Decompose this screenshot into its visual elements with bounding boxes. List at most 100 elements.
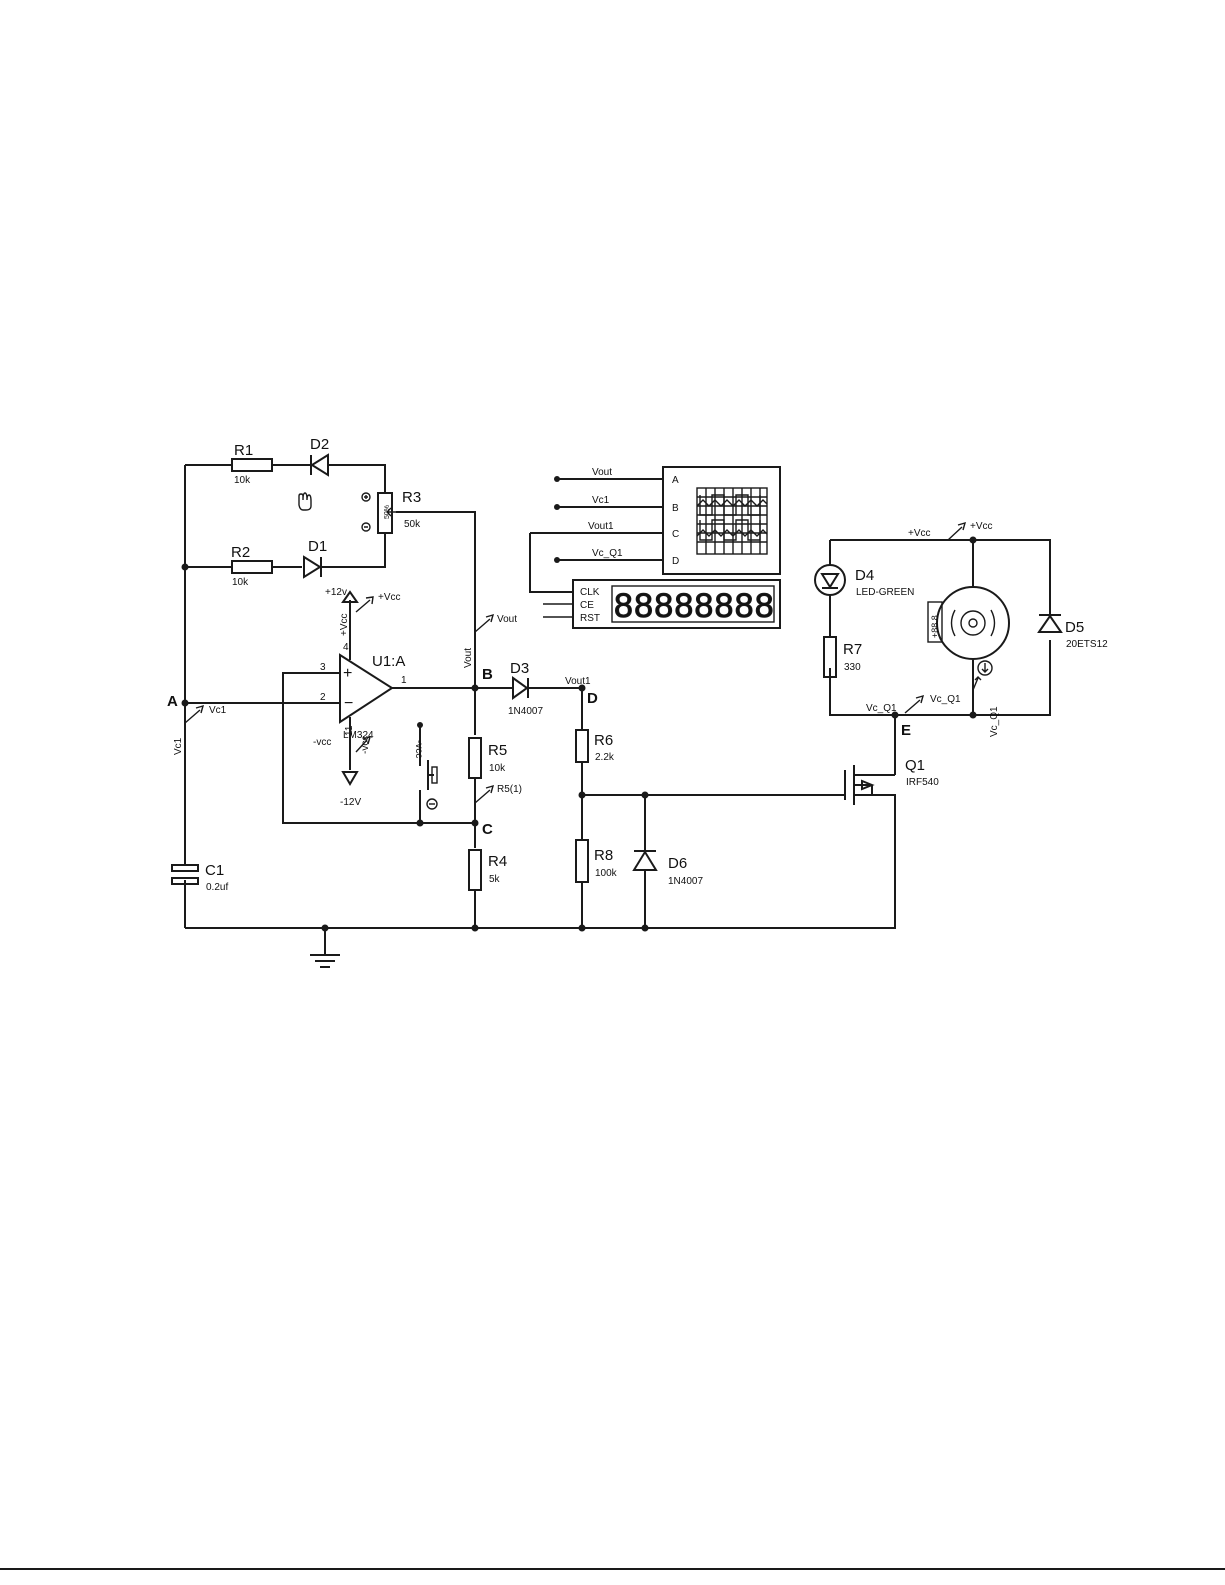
probe-vcc-motor-label: +Vcc <box>970 521 993 532</box>
minus12v-label: -12V <box>340 797 361 808</box>
scope-pin-d: D <box>672 556 679 567</box>
probe-vc-q1[interactable]: Vc_Q1 <box>904 694 961 714</box>
r3-setting: 50% <box>384 505 391 519</box>
d3-value: 1N4007 <box>508 706 543 717</box>
scope-signal-b: Vc1 <box>592 495 610 506</box>
led-d4[interactable]: D4 LED-GREEN <box>814 564 914 598</box>
u1-value: LM324 <box>343 730 374 741</box>
diode-d2[interactable]: D2 <box>310 436 329 477</box>
vout-net-label: Vout <box>463 648 474 668</box>
d4-value: LED-GREEN <box>856 587 914 598</box>
r5-ref: R5 <box>488 742 507 759</box>
r3-ref: R3 <box>402 489 421 506</box>
c1-value: 0.2uf <box>206 882 228 893</box>
vcc-net-label: +Vcc <box>908 528 931 539</box>
d5-ref: D5 <box>1065 619 1084 636</box>
diode-d1[interactable]: D1 <box>303 538 327 579</box>
probe-vcc-opamp-label: +Vcc <box>378 592 401 603</box>
u1-ref: U1:A <box>372 653 405 670</box>
node-a: A <box>167 693 178 710</box>
push-button-switch[interactable] <box>419 760 438 810</box>
r1-value: 10k <box>234 475 251 486</box>
counter-display: 88888888 <box>614 587 775 625</box>
r2-value: 10k <box>232 577 249 588</box>
d3-ref: D3 <box>510 660 529 677</box>
probe-vcc-motor[interactable]: +Vcc <box>947 521 993 541</box>
u1-pin-out: 1 <box>401 675 407 686</box>
r2-ref: R2 <box>231 544 250 561</box>
scope-signal-a: Vout <box>592 467 612 478</box>
d5-value: 20ETS12 <box>1066 639 1108 650</box>
diode-d6[interactable]: D6 1N4007 <box>632 850 703 887</box>
resistor-r7[interactable]: R7 330 <box>823 636 862 678</box>
probe-vc-q1-motor[interactable] <box>972 676 982 691</box>
counter-pin-rst: RST <box>580 613 600 624</box>
ground-symbol <box>310 954 340 968</box>
r6-ref: R6 <box>594 732 613 749</box>
r6-value: 2.2k <box>595 752 615 763</box>
mosfet-q1[interactable]: Q1 IRF540 <box>844 757 939 805</box>
d1-ref: D1 <box>308 538 327 555</box>
probe-r5-1-label: R5(1) <box>497 784 522 795</box>
dc-motor[interactable]: +88.8 <box>927 586 1010 676</box>
u1-pin-plus: 3 <box>320 662 326 673</box>
counter-timer[interactable]: 88888888 CLK CE RST <box>572 579 781 629</box>
probe-vc1[interactable]: Vc1 <box>184 704 227 724</box>
scope-pin-c: C <box>672 529 679 540</box>
u1-minus-sign: − <box>344 695 353 712</box>
r8-ref: R8 <box>594 847 613 864</box>
scope-signal-d: Vc_Q1 <box>592 548 623 559</box>
resistor-r5[interactable]: R5 10k <box>468 737 507 779</box>
r7-ref: R7 <box>843 641 862 658</box>
probe-vc1-label: Vc1 <box>209 705 227 716</box>
probe-neg-opamp[interactable] <box>355 735 372 753</box>
vcc-pin-label: +Vcc <box>339 613 350 636</box>
page-bottom-rule <box>0 1568 1225 1570</box>
probe-vout[interactable]: Vout <box>474 613 517 633</box>
resistor-r1[interactable]: R1 10k <box>231 442 273 486</box>
node-e: E <box>901 722 911 739</box>
c1-ref: C1 <box>205 862 224 879</box>
u1-pin-vpos: 4 <box>343 642 349 653</box>
resistor-r6[interactable]: R6 2.2k <box>575 729 615 763</box>
probe-vc-q1-label: Vc_Q1 <box>930 694 961 705</box>
d6-value: 1N4007 <box>668 876 703 887</box>
scope-channel-b: B Vc1 <box>592 495 679 514</box>
hand-cursor-icon <box>298 492 312 511</box>
scope-channel-c: C Vout1 <box>588 521 679 540</box>
scope-pin-a: A <box>672 475 679 486</box>
neg-vcc-label: -vcc <box>313 737 331 748</box>
r5-value: 10k <box>489 763 506 774</box>
node-c: C <box>482 821 493 838</box>
junctions <box>181 476 977 932</box>
neg-vcc-switch-label: -vcc <box>413 740 424 758</box>
d2-ref: D2 <box>310 436 329 453</box>
vout1-net-label: Vout1 <box>565 676 591 687</box>
resistor-r8[interactable]: R8 100k <box>575 839 618 883</box>
plus12v-label: +12v <box>325 587 347 598</box>
vc-q1-rot-label: Vc_Q1 <box>989 706 1000 737</box>
resistor-r4[interactable]: R4 5k <box>468 849 507 891</box>
q1-value: IRF540 <box>906 777 939 788</box>
capacitor-c1[interactable]: C1 0.2uf <box>171 855 228 893</box>
probe-vcc-opamp[interactable]: +Vcc <box>355 592 401 613</box>
r4-ref: R4 <box>488 853 507 870</box>
r7-value: 330 <box>844 662 861 673</box>
potentiometer-r3[interactable]: 50% R3 50k <box>361 489 421 534</box>
vc1-net-label: Vc1 <box>173 737 184 755</box>
probe-r5-1[interactable]: R5(1) <box>474 784 522 804</box>
r1-ref: R1 <box>234 442 253 459</box>
neg-vcc-rot-label: -vcc <box>360 736 371 754</box>
diode-d5[interactable]: D5 20ETS12 <box>1037 614 1108 650</box>
wires <box>184 464 1051 955</box>
opamp-u1a[interactable]: + − 3 2 1 4 11 U1:A LM324 <box>320 590 407 786</box>
r8-value: 100k <box>595 868 618 879</box>
resistor-r2[interactable]: R2 10k <box>231 544 273 588</box>
scope-channel-a: A Vout <box>592 467 679 486</box>
vc-q1-net-label: Vc_Q1 <box>866 703 897 714</box>
diode-d3[interactable]: D3 1N4007 <box>508 660 543 717</box>
oscilloscope[interactable] <box>662 466 781 575</box>
counter-pin-ce: CE <box>580 600 594 611</box>
scope-pin-b: B <box>672 503 679 514</box>
